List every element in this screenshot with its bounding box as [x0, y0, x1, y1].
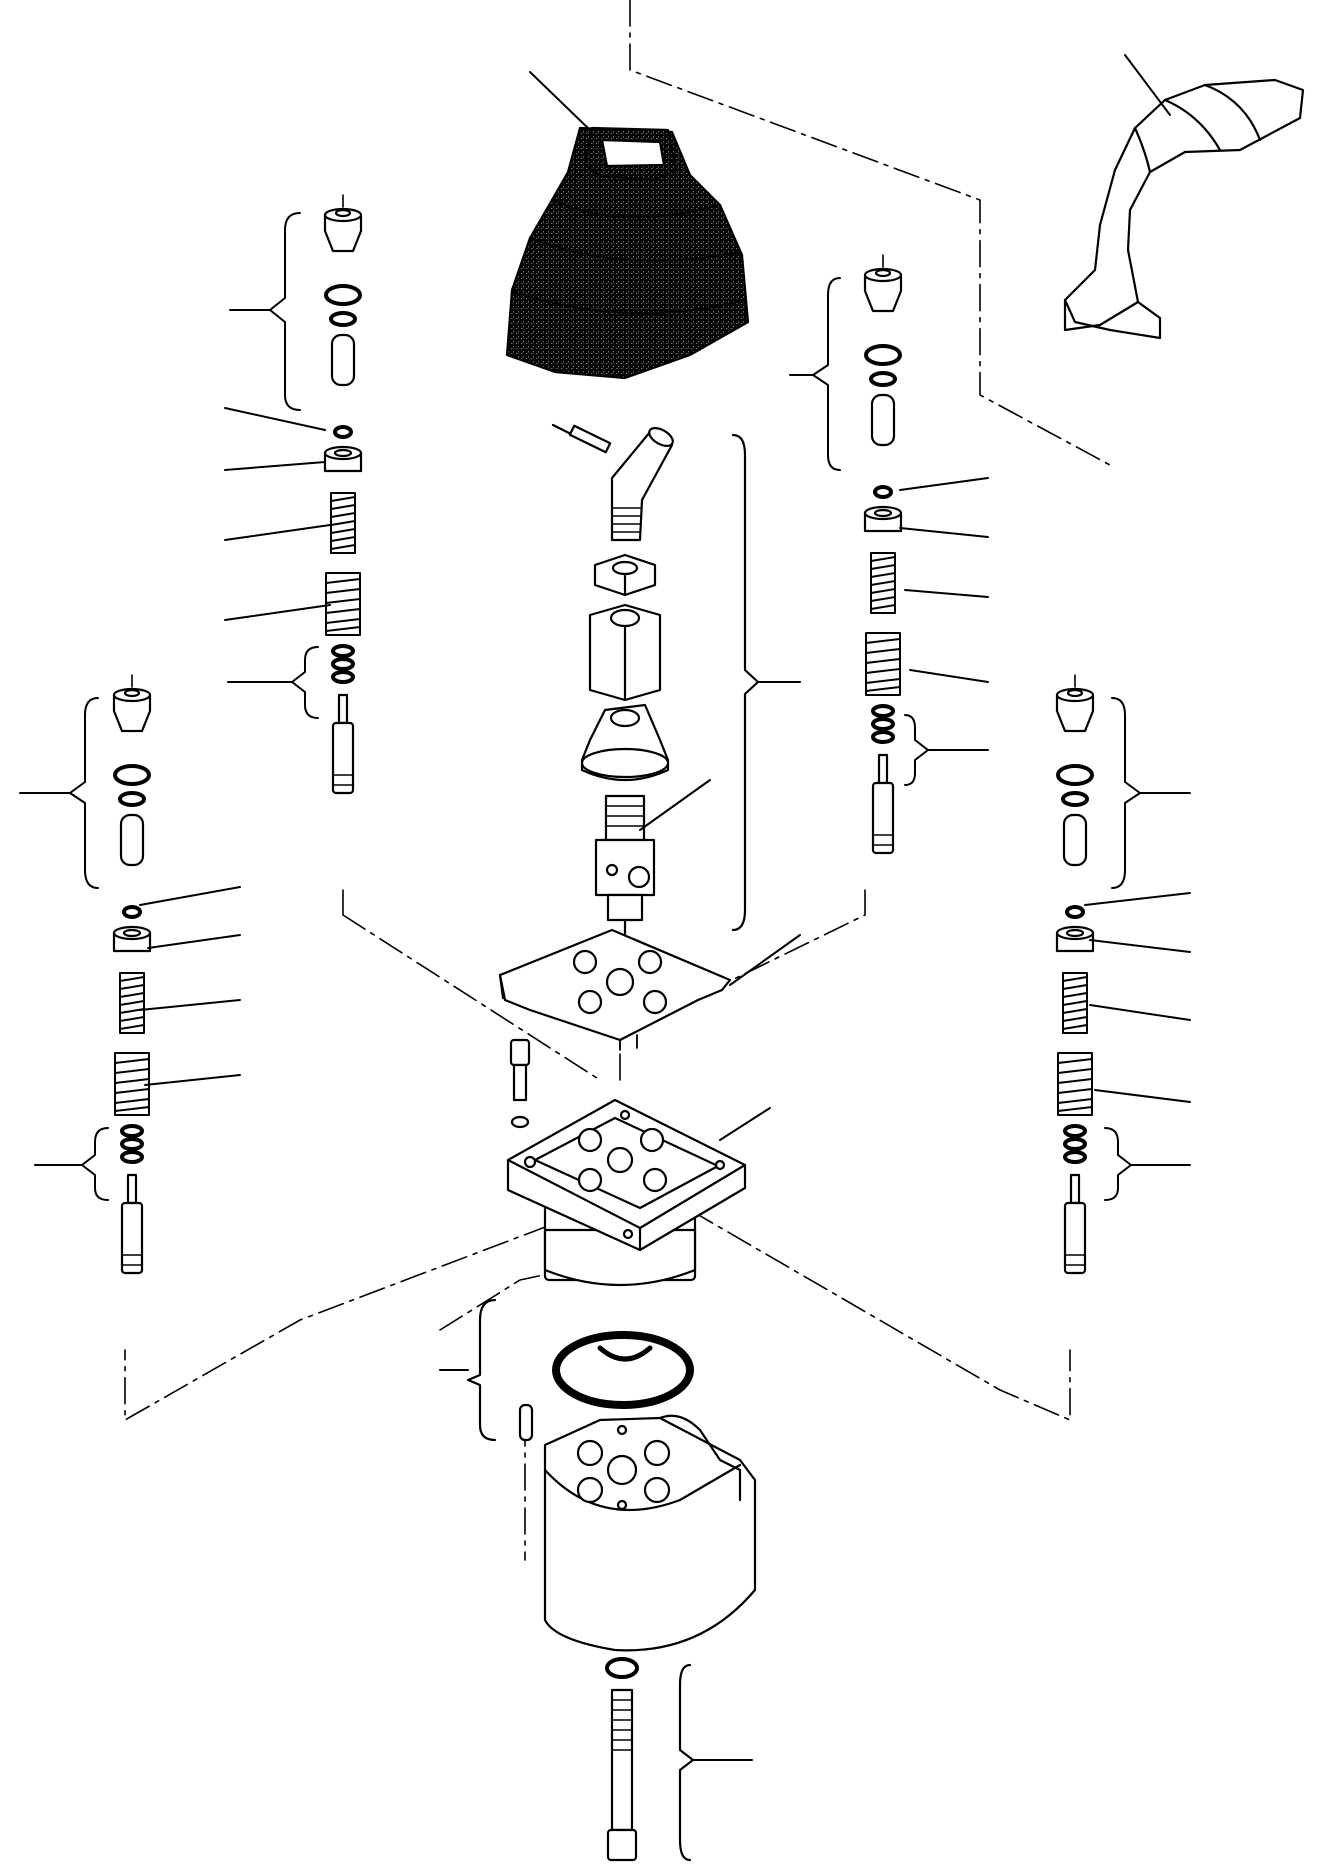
rubber-boot	[505, 71, 750, 380]
callout-leaders-right-lower	[1084, 697, 1191, 1201]
valve-body	[543, 1414, 757, 1652]
assembly-lines	[124, 0, 1111, 1561]
roll-pin	[518, 1403, 534, 1442]
callout-leaders-left-upper	[224, 212, 331, 719]
callout-leaders-right-upper	[789, 277, 989, 786]
plunger-assembly	[112, 673, 152, 1275]
body-gasket	[439, 1298, 694, 1442]
universal-joint	[594, 779, 711, 942]
mounting-flange	[506, 1098, 771, 1287]
lever-grip	[1063, 54, 1305, 340]
threaded-lever	[551, 423, 674, 542]
lever-stack-bracket	[731, 433, 801, 932]
cone-cap	[580, 703, 670, 782]
plunger-assembly	[863, 253, 903, 855]
seal-plate	[498, 928, 801, 1051]
callout-leaders-left-lower	[19, 697, 241, 1201]
jam-nut	[593, 553, 657, 597]
plunger-assembly	[1055, 673, 1095, 1275]
coupling	[588, 603, 662, 702]
bottom-bolt	[605, 1657, 753, 1862]
plunger-assembly	[323, 193, 363, 795]
cap-screw	[509, 1038, 531, 1129]
